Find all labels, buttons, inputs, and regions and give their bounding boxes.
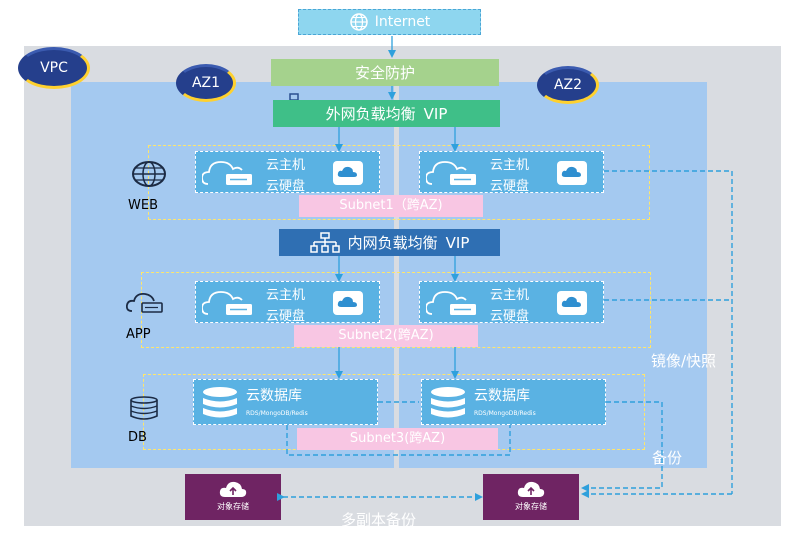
az1-label: AZ1: [191, 75, 221, 91]
az1-badge: AZ1: [176, 64, 236, 102]
web-globe-icon: [132, 161, 166, 187]
security-bar: 安全防护: [271, 59, 499, 86]
internal-load-balancer: 内网负载均衡 VIP: [279, 229, 500, 256]
app-subnet: Subnet2(跨AZ): [294, 325, 478, 347]
cloud-server-icon: [202, 291, 252, 315]
vm-host-label: 云主机: [266, 288, 306, 303]
database-icon: [203, 387, 237, 418]
object-storage-label: 对象存储: [217, 502, 249, 511]
external-lb-vip: VIP: [423, 104, 448, 123]
db-title-label: 云数据库: [246, 388, 302, 404]
web-vm-az2: 云主机 云硬盘: [419, 151, 604, 194]
db-subnet: Subnet3(跨AZ): [297, 428, 498, 450]
cloud-disk-icon: [557, 291, 587, 315]
internal-lb-vip: VIP: [445, 233, 470, 252]
db-replication-line: [286, 425, 511, 456]
internet-node: Internet: [298, 9, 481, 35]
app-tier-label: APP: [126, 327, 151, 342]
internal-lb-label: 内网负载均衡: [347, 234, 438, 252]
mirror-line-web: [604, 170, 733, 494]
cloud-server-icon: [426, 291, 476, 315]
db-node-az1: 云数据库 RDS/MongoDB/Redis: [193, 379, 378, 425]
object-storage-label: 对象存储: [515, 502, 547, 511]
cloud-disk-icon: [333, 291, 363, 315]
az2-badge: AZ2: [537, 66, 599, 104]
az2-label: AZ2: [553, 77, 583, 93]
app-vm-az1: 云主机 云硬盘: [195, 281, 380, 324]
object-storage-az2: 对象存储: [483, 474, 579, 520]
database-icon: [431, 387, 465, 418]
cloud-disk-icon: [333, 161, 363, 185]
web-subnet: Subnet1（跨AZ): [299, 195, 483, 217]
app-vm-az2: 云主机 云硬盘: [419, 281, 604, 324]
mirror-snapshot-label: 镜像/快照: [651, 352, 717, 370]
web-tier-box: [148, 145, 650, 220]
cloud-server-icon: [202, 161, 252, 185]
app-subnet-label: Subnet2(跨AZ): [338, 328, 434, 343]
vm-host-label: 云主机: [490, 158, 530, 173]
vm-disk-label: 云硬盘: [490, 309, 530, 324]
globe-icon: [349, 13, 368, 31]
vm-disk-label: 云硬盘: [266, 309, 306, 324]
object-storage-icon: [219, 481, 247, 497]
cloud-server-icon: [426, 161, 476, 185]
vpc-badge: VPC: [18, 47, 90, 89]
vm-host-label: 云主机: [266, 158, 306, 173]
web-subnet-label: Subnet1（跨AZ): [339, 198, 443, 213]
db-stack-icon: [130, 396, 158, 420]
cloud-disk-icon: [557, 161, 587, 185]
backup-label: 备份: [652, 449, 683, 467]
db-title-label: 云数据库: [474, 388, 530, 404]
vpc-label: VPC: [40, 60, 68, 76]
internet-label: Internet: [374, 14, 431, 30]
app-cloud-server-icon: [126, 292, 163, 313]
lb-network-icon: [309, 231, 340, 253]
web-tier-label: WEB: [128, 198, 158, 213]
db-subnet-label: Subnet3(跨AZ): [349, 431, 446, 446]
object-storage-icon: [517, 481, 545, 497]
arrow-backup-to-oss: [581, 401, 663, 492]
vm-disk-label: 云硬盘: [490, 179, 530, 194]
object-storage-az1: 对象存储: [185, 474, 281, 520]
db-node-az2: 云数据库 RDS/MongoDB/Redis: [421, 379, 606, 425]
security-label: 安全防护: [354, 64, 415, 82]
db-sub-label: RDS/MongoDB/Redis: [246, 410, 308, 417]
vm-disk-label: 云硬盘: [266, 179, 306, 194]
replica-backup-label: 多副本备份: [341, 511, 417, 529]
web-vm-az1: 云主机 云硬盘: [195, 151, 380, 194]
db-tier-label: DB: [128, 430, 147, 445]
external-lb-label: 外网负载均衡: [325, 105, 416, 123]
vm-host-label: 云主机: [490, 288, 530, 303]
db-sub-label: RDS/MongoDB/Redis: [474, 410, 536, 417]
external-load-balancer: 外网负载均衡 VIP: [273, 100, 500, 127]
